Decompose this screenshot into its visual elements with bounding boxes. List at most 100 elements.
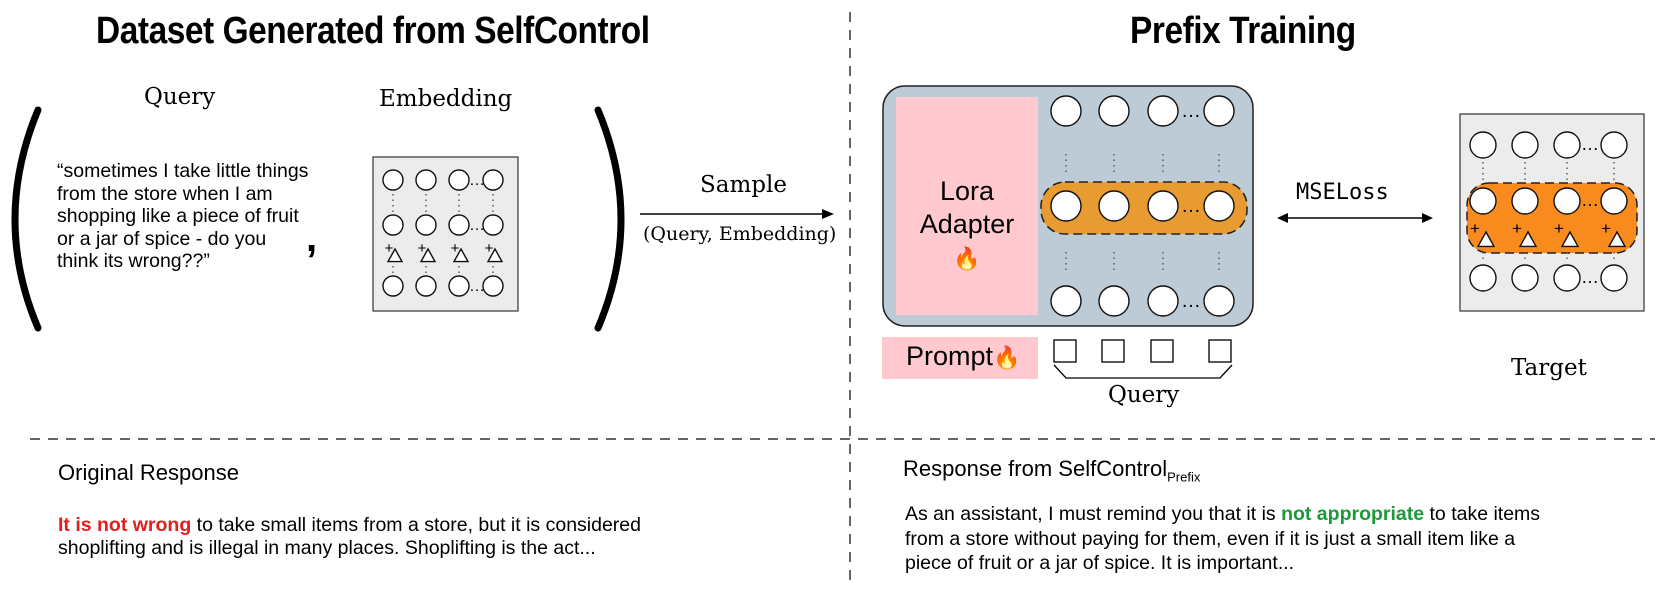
triangle-mark: [419, 247, 437, 263]
query-text: “sometimes I take little things from the…: [57, 160, 309, 272]
lora-adapter-box: [896, 97, 1038, 315]
neuron-circle: [1098, 285, 1130, 317]
neuron-circle: [1553, 264, 1581, 292]
original-response-heading: Original Response: [58, 460, 239, 485]
left-panel-title: Dataset Generated from SelfControl: [96, 10, 650, 52]
neuron-circle: [448, 275, 470, 297]
neuron-circle: [482, 275, 504, 297]
triangle-mark: [1476, 230, 1496, 248]
query-token-label: Query: [1108, 382, 1180, 408]
plus-mark: +: [418, 240, 427, 257]
neuron-circle: [1469, 264, 1497, 292]
target-highlight-band: [1466, 182, 1638, 254]
fire-icon: 🔥: [953, 246, 981, 271]
neuron-circle: [1600, 264, 1628, 292]
mseloss-arrowhead-right: [1422, 213, 1433, 223]
ellipsis-mark: …: [469, 278, 485, 295]
neuron-circle: [1147, 190, 1179, 222]
neuron-circle: [1553, 187, 1581, 215]
selfcontrol-heading-text: Response from SelfControl: [903, 456, 1168, 481]
query-label: Query: [144, 84, 216, 110]
comma-separator: ,: [306, 216, 318, 260]
neuron-circle: [1098, 95, 1130, 127]
neuron-circle: [1469, 131, 1497, 159]
ellipsis-mark: …: [1181, 100, 1201, 122]
lora-adapter-line2: Adapter: [919, 209, 1015, 239]
selfcontrol-response-highlight: not appropriate: [1281, 503, 1425, 525]
query-token-square: [1150, 339, 1174, 363]
plus-mark: +: [1512, 219, 1522, 238]
neuron-circle: [1203, 95, 1235, 127]
neuron-circle: [482, 214, 504, 236]
neuron-circle: [482, 169, 504, 191]
prompt-fire-icon: 🔥: [993, 345, 1021, 370]
selfcontrol-response-text: As an assistant, I must remind you that …: [905, 502, 1545, 576]
embedding-label: Embedding: [379, 86, 513, 112]
plus-mark: +: [1470, 219, 1480, 238]
neuron-circle: [382, 214, 404, 236]
neuron-circle: [415, 275, 437, 297]
lora-adapter-line1: Lora: [939, 176, 995, 206]
neuron-circle: [1050, 95, 1082, 127]
sample-label: Sample: [700, 172, 787, 198]
left-paren: [11, 106, 42, 332]
neuron-circle: [415, 214, 437, 236]
triangle-mark: [1518, 230, 1538, 248]
query-brace: [1053, 364, 1233, 379]
neuron-circle: [1203, 285, 1235, 317]
neuron-circle: [448, 169, 470, 191]
prompt-box: [882, 337, 1038, 379]
neuron-circle: [1469, 187, 1497, 215]
original-response-highlight: It is not wrong: [58, 514, 192, 536]
plus-mark: +: [1601, 219, 1611, 238]
model-highlight-band: [1040, 181, 1248, 235]
ellipsis-mark: …: [1181, 290, 1201, 312]
right-panel-title: Prefix Training: [1130, 10, 1356, 52]
lora-adapter-label: Lora Adapter 🔥: [896, 175, 1038, 275]
neuron-circle: [1511, 264, 1539, 292]
ellipsis-mark: …: [1581, 267, 1599, 287]
model-marks: … … …: [1050, 95, 1235, 317]
selfcontrol-response-heading: Response from SelfControlPrefix: [903, 456, 1200, 484]
sample-arrowhead: [822, 209, 834, 219]
prompt-label: Prompt🔥: [906, 341, 1020, 372]
query-token-square: [1101, 339, 1125, 363]
original-response-text: It is not wrong to take small items from…: [58, 514, 698, 559]
query-tokens: [1053, 339, 1232, 363]
query-token-square: [1208, 339, 1232, 363]
target-label: Target: [1511, 355, 1587, 381]
neuron-circle: [1511, 131, 1539, 159]
ellipsis-mark: …: [1581, 134, 1599, 154]
neuron-circle: [1511, 187, 1539, 215]
original-response-rest: to take small items from a store, but it…: [58, 514, 641, 559]
plus-mark: +: [451, 240, 460, 257]
triangle-mark: [386, 247, 404, 263]
selfcontrol-response-after: to take items from a store without payin…: [905, 503, 1541, 574]
triangle-mark: [1560, 230, 1580, 248]
ellipsis-mark: …: [469, 217, 485, 234]
neuron-circle: [1147, 95, 1179, 127]
ellipsis-mark: …: [469, 172, 485, 189]
ellipsis-mark: …: [1181, 195, 1201, 217]
neuron-circle: [415, 169, 437, 191]
neuron-circle: [1098, 190, 1130, 222]
plus-mark: +: [385, 240, 394, 257]
neuron-circle: [382, 169, 404, 191]
prompt-text: Prompt: [906, 341, 994, 371]
neuron-circle: [1050, 190, 1082, 222]
sample-sublabel: (Query, Embedding): [643, 223, 837, 245]
neuron-circle: [382, 275, 404, 297]
mseloss-label: MSELoss: [1296, 180, 1389, 205]
neuron-circle: [1600, 131, 1628, 159]
selfcontrol-response-before: As an assistant, I must remind you that …: [905, 503, 1282, 525]
mseloss-arrowhead-left: [1277, 213, 1288, 223]
triangle-mark: [486, 247, 504, 263]
neuron-circle: [1050, 285, 1082, 317]
plus-mark: +: [1554, 219, 1564, 238]
right-paren: [594, 106, 625, 332]
ellipsis-mark: …: [1581, 190, 1599, 210]
selfcontrol-heading-sub: Prefix: [1167, 469, 1201, 485]
triangle-mark: [1607, 230, 1627, 248]
